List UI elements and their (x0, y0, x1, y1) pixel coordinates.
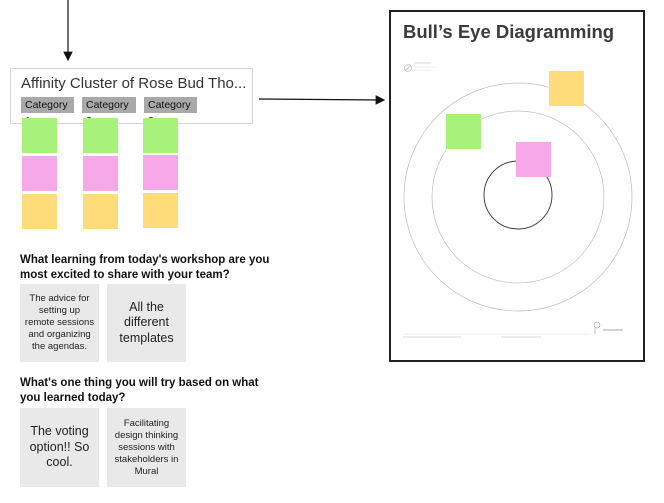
arrow-right-connector (258, 95, 386, 105)
outer-ring (403, 82, 633, 312)
question-1: What learning from today's workshop are … (20, 254, 270, 281)
sticky-note-yellow[interactable] (549, 71, 584, 106)
note-text: The voting option!! So cool. (29, 424, 90, 470)
response-note[interactable]: The advice for setting up remote session… (20, 284, 99, 362)
sticky-note-yellow[interactable] (143, 193, 178, 228)
middle-ring (431, 110, 605, 284)
response-note[interactable]: The voting option!! So cool. (20, 408, 99, 487)
sticky-note-green[interactable] (143, 118, 178, 153)
sticky-note-pink[interactable] (516, 142, 551, 177)
sticky-note-yellow[interactable] (22, 194, 57, 229)
sticky-note-green[interactable] (83, 118, 118, 153)
note-text: The advice for setting up remote session… (24, 293, 95, 352)
question-2: What's one thing you will try based on w… (20, 377, 259, 404)
bulls-eye-diagram (403, 62, 633, 338)
sticky-note-green[interactable] (446, 114, 481, 149)
category-label-1[interactable]: Category 1 (21, 97, 74, 127)
cluster-title: Affinity Cluster of Rose Bud Tho... (21, 75, 247, 92)
sticky-note-pink[interactable] (143, 155, 178, 190)
response-note[interactable]: Facilitating design thinking sessions wi… (107, 408, 186, 487)
category-label-3[interactable]: Category 3 (144, 97, 197, 127)
note-text: All the different templates (119, 299, 174, 345)
board-title: Bull’s Eye Diagramming (403, 21, 615, 42)
bulls-eye-board[interactable]: Bull’s Eye Diagramming (389, 10, 645, 362)
note-text: Facilitating design thinking sessions wi… (114, 417, 179, 477)
response-note[interactable]: All the different templates (107, 284, 186, 362)
template-footer-logo-icon (593, 321, 623, 334)
affinity-cluster-card[interactable]: Affinity Cluster of Rose Bud Tho... Cate… (10, 68, 253, 127)
sticky-note-yellow[interactable] (83, 194, 118, 229)
sticky-note-pink[interactable] (22, 156, 57, 191)
category-label-2[interactable]: Category 2 (82, 97, 136, 127)
template-logo-icon (404, 62, 436, 72)
sticky-note-pink[interactable] (83, 156, 118, 191)
sticky-note-green[interactable] (22, 118, 57, 153)
